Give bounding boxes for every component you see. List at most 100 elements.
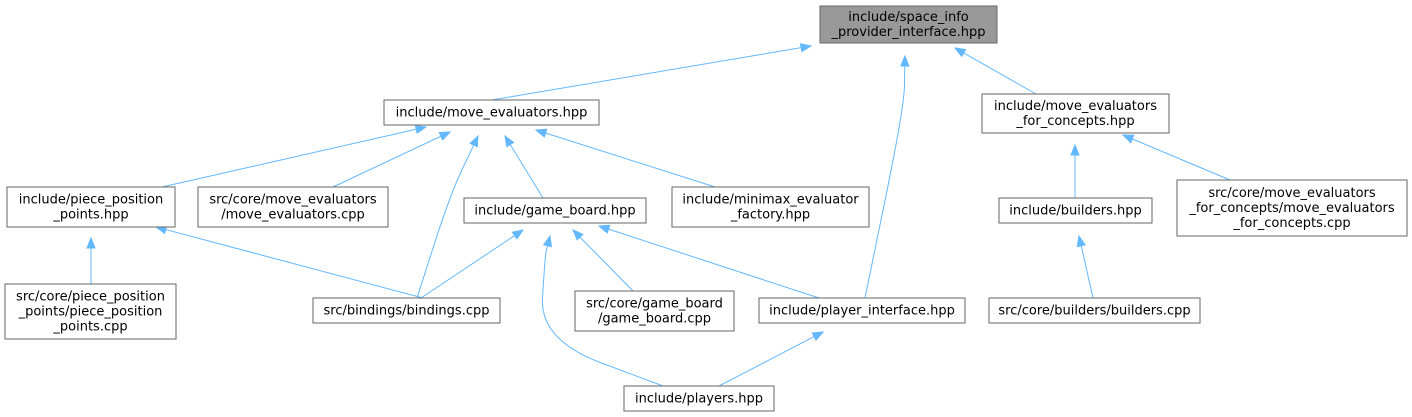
- arrowhead-icon: [86, 236, 96, 249]
- node-game-board[interactable]: include/game_board.hpp: [463, 197, 647, 224]
- node-core-move-evaluators-cpp[interactable]: src/core/move_evaluators/move_evaluators…: [197, 186, 389, 228]
- edge-line: [1080, 245, 1094, 299]
- edge-line: [718, 336, 815, 387]
- arrowhead-icon: [511, 229, 525, 240]
- node-space-info[interactable]: include/space_info_provider_interface.hp…: [819, 5, 998, 44]
- node-box: [574, 290, 735, 332]
- edge-players-to-player-interface: [718, 331, 825, 387]
- node-box: [197, 186, 389, 228]
- node-label-line: include/minimax_evaluator: [682, 193, 859, 208]
- edge-line: [332, 135, 442, 188]
- edge-builders-to-move-evaluators-concepts: [1070, 143, 1080, 198]
- edge-piece-position-points-to-move-evaluators: [161, 124, 428, 188]
- edge-minimax-factory-to-move-evaluators: [534, 128, 716, 188]
- edge-move-evaluators-to-space-info: [491, 43, 813, 101]
- edge-players-to-game-board: [541, 234, 664, 387]
- node-box: [463, 197, 647, 224]
- arrowhead-icon: [1076, 234, 1086, 248]
- edge-bindings-cpp-to-piece-position-points: [154, 225, 424, 299]
- edge-bindings-cpp-to-move-evaluators: [416, 134, 479, 299]
- arrowhead-icon: [811, 331, 825, 342]
- edge-line: [608, 228, 820, 299]
- node-box: [312, 297, 501, 324]
- node-label-line: src/core/builders/builders.cpp: [998, 304, 1190, 319]
- node-label-line: src/core/move_evaluators: [1208, 186, 1376, 201]
- arrowhead-icon: [572, 229, 584, 241]
- edge-line: [545, 132, 716, 188]
- node-box: [981, 93, 1170, 134]
- node-box: [988, 297, 1201, 324]
- arrowhead-icon: [469, 134, 479, 148]
- arrowhead-icon: [504, 134, 515, 148]
- node-label-line: src/core/game_board: [586, 297, 723, 312]
- node-label-line: _for_concepts.cpp: [1232, 216, 1350, 231]
- edge-core-move-evaluators-cpp-to-move-evaluators: [332, 131, 452, 188]
- node-minimax-factory[interactable]: include/minimax_evaluator_factory.hpp: [671, 186, 870, 228]
- node-core-game-board-cpp[interactable]: src/core/game_board/game_board.cpp: [574, 290, 735, 332]
- edge-line: [509, 144, 544, 199]
- arrowhead-icon: [414, 124, 428, 134]
- node-bindings-cpp[interactable]: src/bindings/bindings.cpp: [312, 297, 501, 324]
- node-label-line: /move_evaluators.cpp: [221, 208, 365, 223]
- node-box: [671, 186, 870, 228]
- node-label-line: _provider_interface.hpp: [830, 25, 985, 40]
- node-label-line: include/players.hpp: [635, 392, 763, 407]
- edge-core-piece-points-cpp-to-piece-position-points: [86, 236, 96, 284]
- node-core-concepts-cpp[interactable]: src/core/move_evaluators_for_concepts/mo…: [1176, 179, 1408, 237]
- node-box: [623, 385, 775, 412]
- edge-core-concepts-cpp-to-move-evaluators-concepts: [1121, 134, 1231, 181]
- file-nodes: include/space_info_provider_interface.hp…: [4, 5, 1408, 412]
- node-move-evaluators[interactable]: include/move_evaluators.hpp: [383, 99, 600, 126]
- node-box: [6, 186, 176, 228]
- edge-line: [420, 235, 515, 299]
- node-box: [819, 5, 998, 44]
- node-label-line: include/game_board.hpp: [474, 204, 635, 219]
- node-label-line: _points.cpp: [52, 320, 127, 335]
- node-label-line: include/space_info: [848, 10, 969, 25]
- node-core-piece-points-cpp[interactable]: src/core/piece_position_points/piece_pos…: [4, 283, 177, 340]
- node-builders-cpp[interactable]: src/core/builders/builders.cpp: [988, 297, 1201, 324]
- node-box: [4, 283, 177, 340]
- node-label-line: /game_board.cpp: [598, 312, 711, 327]
- edge-line: [165, 229, 424, 299]
- edge-core-game-board-cpp-to-game-board: [572, 229, 634, 292]
- arrowhead-icon: [542, 234, 553, 248]
- edge-line: [161, 128, 417, 188]
- arrowhead-icon: [799, 43, 813, 53]
- arrowhead-icon: [1121, 134, 1135, 144]
- node-label-line: include/piece_position: [19, 193, 163, 208]
- edge-line: [963, 52, 1037, 95]
- node-move-evaluators-concepts[interactable]: include/move_evaluators_for_concepts.hpp: [981, 93, 1170, 134]
- node-label-line: include/builders.hpp: [1009, 204, 1141, 219]
- edge-line: [491, 47, 802, 101]
- edge-game-board-to-move-evaluators: [504, 134, 544, 199]
- edge-player-interface-to-game-board: [597, 224, 820, 299]
- node-box: [1176, 179, 1408, 237]
- node-label-line: include/player_interface.hpp: [769, 304, 955, 319]
- arrowhead-icon: [1070, 143, 1080, 156]
- node-label-line: _for_concepts.hpp: [1015, 114, 1134, 129]
- node-players[interactable]: include/players.hpp: [623, 385, 775, 412]
- node-builders[interactable]: include/builders.hpp: [998, 197, 1153, 224]
- edge-line: [1132, 138, 1231, 181]
- node-label-line: src/core/move_evaluators: [209, 193, 377, 208]
- node-box: [998, 197, 1153, 224]
- node-label-line: _for_concepts/move_evaluators: [1188, 201, 1395, 216]
- node-player-interface[interactable]: include/player_interface.hpp: [758, 297, 966, 324]
- node-box: [758, 297, 966, 324]
- arrowhead-icon: [900, 54, 910, 67]
- node-box: [383, 99, 600, 126]
- edge-builders-cpp-to-builders: [1076, 234, 1094, 299]
- node-label-line: src/bindings/bindings.cpp: [324, 304, 490, 319]
- node-label-line: src/core/piece_position: [16, 290, 165, 305]
- arrowhead-icon: [438, 131, 452, 141]
- node-piece-position-points[interactable]: include/piece_position_points.hpp: [6, 186, 176, 228]
- dependency-edges: [86, 43, 1231, 387]
- edge-line: [416, 144, 475, 299]
- arrowhead-icon: [953, 47, 967, 58]
- edge-line: [541, 245, 664, 387]
- node-label-line: include/move_evaluators: [994, 99, 1157, 114]
- edge-player-interface-to-space-info: [864, 54, 910, 299]
- edge-line: [579, 236, 634, 292]
